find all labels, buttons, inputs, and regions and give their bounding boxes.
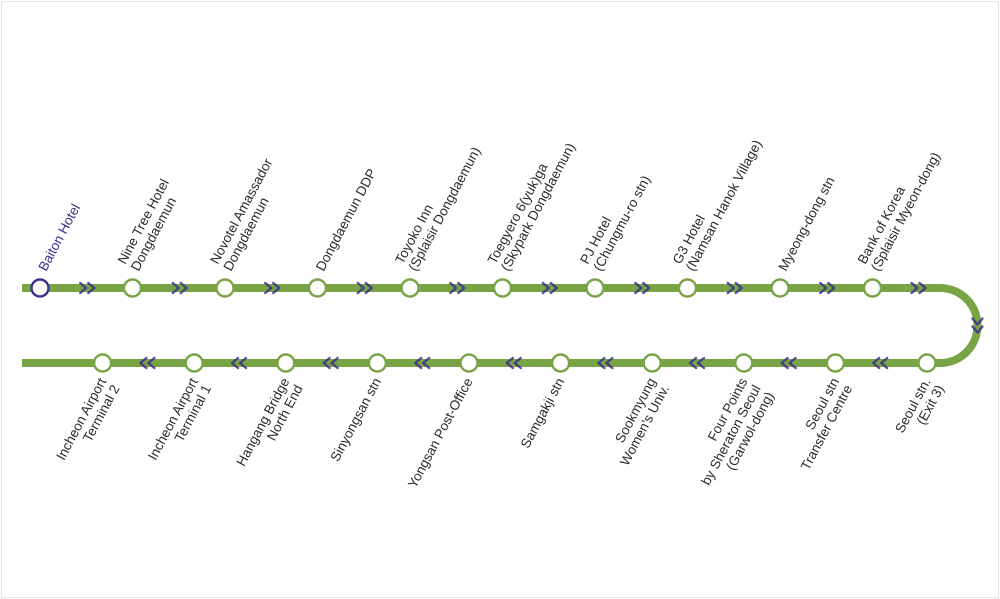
stop-marker[interactable] (92, 353, 113, 373)
stop-label-inbound: Incheon AirportTerminal 1 (145, 375, 214, 469)
stop-label-inbound: Incheon AirportTerminal 2 (53, 375, 122, 469)
stop-label-line: (Splaisir Dongdaemun) (405, 144, 483, 273)
stop-label-outbound: G3 Hotel(Namsan Hanok Village) (670, 130, 765, 273)
direction-arrow-right (171, 281, 188, 295)
stop-label-inbound: Seoul stn.(Exit 3) (892, 375, 947, 442)
stop-label-line: (Namsan Hanok Village) (683, 137, 765, 273)
stop-label-outbound: Dongdaemun DDP (313, 166, 379, 273)
stop-label-outbound: Bank of Korea(Splaisir Myeon-dong) (855, 143, 943, 274)
stop-marker[interactable] (734, 353, 754, 373)
stop-label-outbound: Toegyero 6(yuk)ga(Skypark Dongdaemun) (485, 133, 578, 273)
stop-marker[interactable] (215, 278, 235, 298)
stop-marker[interactable] (770, 278, 790, 298)
direction-arrow-right (264, 281, 281, 295)
stop-label-outbound: PJ Hotel(Chungmu-ro stn) (577, 166, 653, 273)
direction-arrow-left (414, 356, 431, 370)
stop-label-line: Baiton Hotel (35, 201, 83, 273)
direction-arrow-left (872, 356, 889, 370)
stop-label-line: (Skypark Dongdaemun) (498, 140, 578, 273)
stop-label-outbound: Baiton Hotel (35, 201, 83, 273)
direction-arrow-right (541, 281, 558, 295)
stop-label-inbound: Yongsan Post-Office (405, 375, 476, 490)
stop-label-inbound: SookmyungWomen's Univ. (604, 375, 672, 468)
stop-label-line: Yongsan Post-Office (405, 375, 476, 490)
stop-label-inbound: Sinyongsan stn (327, 375, 384, 464)
stop-label-inbound: Samgakji stn (518, 375, 568, 450)
direction-arrow-left (139, 356, 156, 370)
stop-marker[interactable] (459, 353, 479, 373)
stop-marker[interactable] (825, 353, 846, 373)
stop-marker[interactable] (550, 353, 571, 373)
direction-arrow-left (230, 356, 248, 370)
stop-label-line: Myeong-dong stn (775, 174, 837, 273)
stop-label-inbound: Seoul stnTransfer Centre (785, 375, 856, 472)
stop-marker[interactable] (184, 353, 204, 373)
stop-marker[interactable] (122, 278, 143, 298)
stop-marker[interactable] (307, 278, 328, 298)
stop-label-line: Sinyongsan stn (327, 375, 384, 464)
stop-marker[interactable] (677, 278, 698, 298)
stop-label-outbound: Nine Tree HotelDongdaemun (115, 177, 186, 274)
stop-marker[interactable] (492, 278, 513, 298)
stop-label-inbound: Hangang BridgeNorth End (233, 375, 305, 475)
direction-arrow-right (449, 281, 466, 295)
stop-label-line: Dongdaemun DDP (313, 166, 379, 273)
stop-marker[interactable] (276, 353, 296, 373)
direction-arrow-left (688, 356, 706, 370)
stop-label-outbound: Toyoko Inn(Splaisir Dongdaemun) (392, 137, 483, 273)
direction-arrow-down (971, 317, 984, 334)
stop-marker[interactable] (400, 278, 420, 298)
stop-marker[interactable] (367, 353, 388, 373)
direction-arrow-right (910, 281, 927, 295)
stop-marker-current[interactable] (30, 278, 50, 298)
direction-arrow-right (726, 281, 743, 295)
direction-arrow-left (322, 356, 339, 370)
direction-arrow-left (780, 356, 797, 370)
stop-marker[interactable] (642, 353, 662, 373)
direction-arrow-right (634, 281, 651, 295)
stop-label-outbound: Myeong-dong stn (775, 174, 837, 273)
route-line (22, 284, 982, 367)
stop-label-inbound: Four Pointsby Sheraton Seoul(Garwol-dong… (685, 375, 777, 494)
stop-marker[interactable] (917, 353, 937, 373)
direction-arrow-right (79, 281, 96, 295)
direction-arrow-right (819, 281, 836, 295)
direction-arrow-left (597, 356, 614, 370)
stop-label-outbound: Novotel AmassadorDongdaemun (207, 156, 289, 274)
direction-arrow-right (356, 281, 373, 295)
direction-arrow-left (505, 356, 522, 370)
stop-marker[interactable] (862, 278, 883, 298)
stop-label-line: Samgakji stn (518, 375, 568, 450)
stop-marker[interactable] (585, 278, 605, 298)
